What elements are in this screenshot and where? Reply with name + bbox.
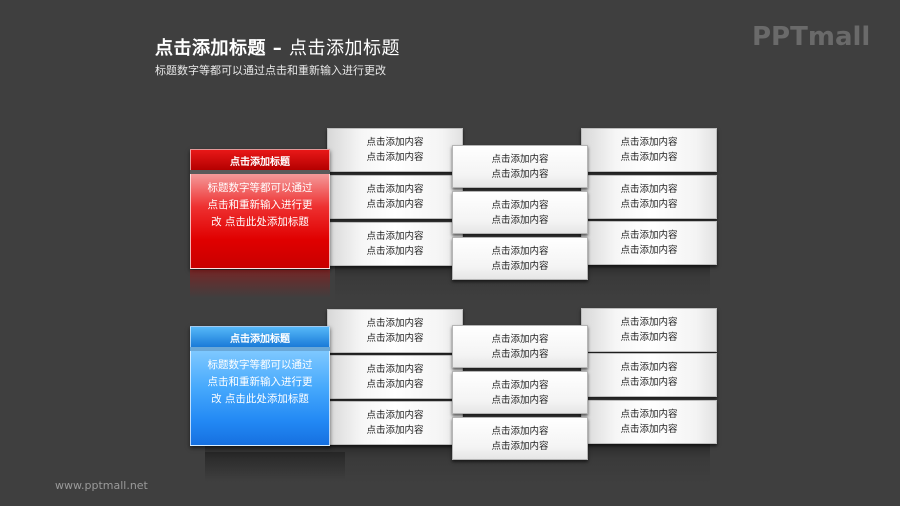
footer-url: www.pptmall.net <box>55 479 148 492</box>
card-line: 点击添加内容 <box>620 137 678 148</box>
card-line: 点击添加内容 <box>491 333 549 345</box>
card-line: 点击添加内容 <box>620 152 678 163</box>
card-line: 点击添加内容 <box>366 152 424 163</box>
panel-reflection <box>190 270 330 298</box>
card-line: 点击添加内容 <box>620 424 678 435</box>
content-card[interactable]: 点击添加内容 点击添加内容 <box>581 221 717 265</box>
content-card[interactable]: 点击添加内容 点击添加内容 <box>581 400 717 444</box>
card-line: 点击添加内容 <box>491 440 549 452</box>
content-card[interactable]: 点击添加内容 点击添加内容 <box>581 353 717 397</box>
card-line: 点击添加内容 <box>366 137 424 148</box>
card-line: 点击添加内容 <box>620 332 678 343</box>
card-line: 点击添加内容 <box>620 362 678 373</box>
card-line: 点击添加内容 <box>491 168 549 180</box>
card-line: 点击添加内容 <box>491 245 549 257</box>
panel-title: 点击添加标题 <box>190 326 330 347</box>
card-line: 点击添加内容 <box>491 394 549 406</box>
card-line: 点击添加内容 <box>366 318 424 329</box>
card-line: 点击添加内容 <box>491 379 549 391</box>
content-card[interactable]: 点击添加内容 点击添加内容 <box>581 128 717 172</box>
panel-reflection <box>205 452 345 480</box>
card-line: 点击添加内容 <box>366 184 424 195</box>
content-card[interactable]: 点击添加内容 点击添加内容 <box>581 175 717 219</box>
content-card[interactable]: 点击添加内容 点击添加内容 <box>581 308 717 352</box>
page-title[interactable]: 点击添加标题 – 点击添加标题 <box>155 34 400 60</box>
content-card[interactable]: 点击添加内容 点击添加内容 <box>452 237 588 280</box>
card-line: 点击添加内容 <box>620 317 678 328</box>
content-card[interactable]: 点击添加内容 点击添加内容 <box>327 309 463 353</box>
card-line: 点击添加内容 <box>366 364 424 375</box>
content-card[interactable]: 点击添加内容 点击添加内容 <box>327 401 463 445</box>
content-card[interactable]: 点击添加内容 点击添加内容 <box>327 222 463 266</box>
content-card[interactable]: 点击添加内容 点击添加内容 <box>452 145 588 188</box>
content-card[interactable]: 点击添加内容 点击添加内容 <box>452 191 588 234</box>
card-line: 点击添加内容 <box>366 425 424 436</box>
card-line: 点击添加内容 <box>620 245 678 256</box>
content-card[interactable]: 点击添加内容 点击添加内容 <box>452 325 588 368</box>
card-line: 点击添加内容 <box>491 425 549 437</box>
content-card[interactable]: 点击添加内容 点击添加内容 <box>452 417 588 460</box>
panel-divider <box>190 170 330 174</box>
content-card[interactable]: 点击添加内容 点击添加内容 <box>452 371 588 414</box>
panel-body: 标题数字等都可以通过点击和重新输入进行更改 点击此处添加标题 <box>190 351 330 446</box>
card-line: 点击添加内容 <box>491 260 549 272</box>
panel-divider <box>190 347 330 351</box>
card-line: 点击添加内容 <box>366 333 424 344</box>
card-line: 点击添加内容 <box>620 377 678 388</box>
card-line: 点击添加内容 <box>620 199 678 210</box>
card-line: 点击添加内容 <box>491 153 549 165</box>
title-bold: 点击添加标题 <box>155 38 266 59</box>
panel-body: 标题数字等都可以通过点击和重新输入进行更改 点击此处添加标题 <box>190 174 330 269</box>
content-card[interactable]: 点击添加内容 点击添加内容 <box>327 355 463 399</box>
content-card[interactable]: 点击添加内容 点击添加内容 <box>327 128 463 172</box>
title-panel-blue[interactable]: 点击添加标题 标题数字等都可以通过点击和重新输入进行更改 点击此处添加标题 <box>190 326 330 446</box>
card-line: 点击添加内容 <box>620 184 678 195</box>
title-separator: – <box>266 38 290 59</box>
card-line: 点击添加内容 <box>366 199 424 210</box>
card-line: 点击添加内容 <box>366 246 424 257</box>
content-card[interactable]: 点击添加内容 点击添加内容 <box>327 175 463 219</box>
card-line: 点击添加内容 <box>620 409 678 420</box>
pptmall-logo: PPTmall <box>752 22 871 52</box>
page-subtitle[interactable]: 标题数字等都可以通过点击和重新输入进行更改 <box>155 64 386 77</box>
card-line: 点击添加内容 <box>366 410 424 421</box>
panel-title: 点击添加标题 <box>190 149 330 170</box>
card-line: 点击添加内容 <box>491 214 549 226</box>
card-line: 点击添加内容 <box>366 379 424 390</box>
title-panel-red[interactable]: 点击添加标题 标题数字等都可以通过点击和重新输入进行更改 点击此处添加标题 <box>190 149 330 269</box>
title-normal: 点击添加标题 <box>289 38 401 59</box>
card-line: 点击添加内容 <box>620 230 678 241</box>
card-line: 点击添加内容 <box>491 199 549 211</box>
card-line: 点击添加内容 <box>491 348 549 360</box>
card-line: 点击添加内容 <box>366 231 424 242</box>
